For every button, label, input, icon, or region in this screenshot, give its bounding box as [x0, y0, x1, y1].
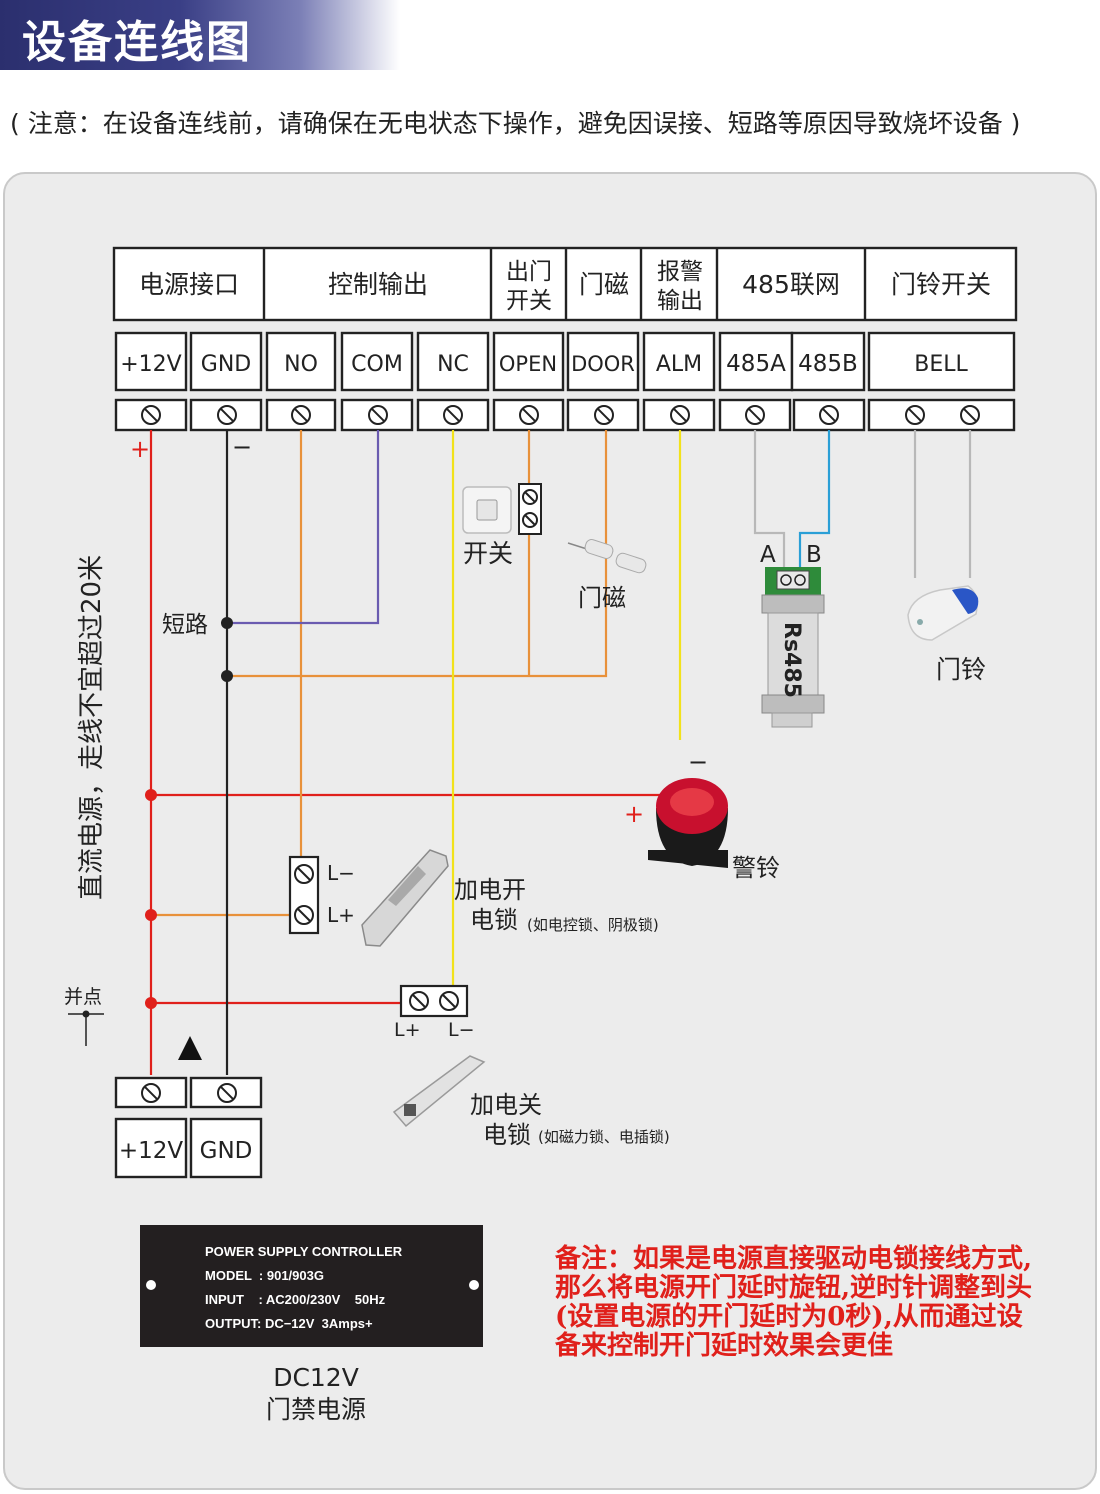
terminal-485a: 485A	[726, 351, 786, 377]
junction-legend: 并点	[64, 986, 104, 1046]
group-bell: 门铃开关	[891, 270, 991, 299]
group-door: 门磁	[579, 270, 629, 299]
terminal-door: DOOR	[571, 352, 635, 376]
lock-close-title-1: 加电关	[470, 1091, 542, 1119]
doorbell: 门铃	[907, 585, 986, 684]
screw-icon	[670, 405, 690, 425]
wire-no	[290, 430, 303, 875]
siren: − + 警铃	[624, 748, 780, 882]
group-header-row: 电源接口 控制输出 出门 开关 门磁 报警 输出 485联网 门铃开关	[112, 246, 1018, 322]
terminal-no: NO	[284, 352, 318, 377]
arrow-up-icon	[178, 1036, 202, 1060]
terminal-bell: BELL	[914, 352, 968, 377]
screw-icon	[141, 405, 161, 425]
rs485-module: A B Rs485	[760, 542, 825, 728]
group-alarm-line2: 输出	[657, 288, 703, 314]
door-sensor: 门磁	[567, 539, 647, 612]
title-banner: 设备连线图	[0, 0, 400, 70]
terminal-nc: NC	[437, 352, 469, 377]
screw-icon	[745, 405, 765, 425]
lock-open-note: (如电控锁、阴极锁)	[527, 916, 659, 934]
screw-icon	[217, 1083, 237, 1103]
rs485-label: Rs485	[779, 622, 804, 698]
siren-label: 警铃	[732, 854, 780, 882]
door-sensor-label: 门磁	[578, 584, 626, 612]
lock-close-lp: L+	[394, 1019, 421, 1041]
lock-open-title-1: 加电开	[454, 876, 526, 904]
short-label: 短路	[162, 612, 208, 638]
wire-485a	[753, 430, 786, 567]
psu-terminal-12v: +12V	[119, 1138, 184, 1164]
mount-hole-icon	[146, 1280, 156, 1290]
screw-icon	[960, 405, 980, 425]
wire-com-short	[227, 430, 380, 625]
group-network: 485联网	[742, 270, 840, 299]
terminal-com: COM	[351, 352, 403, 377]
rs485-b-label: B	[806, 542, 822, 568]
terminal-gnd: GND	[201, 352, 251, 377]
psu-nameplate: POWER SUPPLY CONTROLLER MODEL : 901/903G…	[140, 1225, 483, 1347]
terminal-open: OPEN	[499, 352, 557, 376]
lock-open: L− L+ 加电开 电锁 (如电控锁、阴极锁)	[288, 849, 659, 947]
mount-hole-icon	[469, 1280, 479, 1290]
screw-icon	[819, 405, 839, 425]
remark-note: 备注：如果是电源直接驱动电锁接线方式,那么将电源开门延时旋钮,逆时针调整到头(设…	[555, 1244, 1033, 1361]
psu-name: 门禁电源	[266, 1395, 366, 1424]
lock-close-note: (如磁力锁、电插锁)	[538, 1128, 670, 1146]
screw-icon	[368, 405, 388, 425]
lock-open-title-2: 电锁	[470, 906, 518, 934]
doorbell-label: 门铃	[936, 655, 986, 684]
psu-terminal-gnd: GND	[200, 1138, 253, 1164]
lock-close-title-2: 电锁	[483, 1121, 531, 1149]
lock-close: L+ L− 加电关 电锁 (如磁力锁、电插锁)	[392, 984, 670, 1149]
exit-switch: 开关	[462, 483, 542, 568]
wire-gnd-bus	[227, 430, 608, 678]
lock-close-lm: L−	[448, 1019, 475, 1041]
terminal-label-row: +12V GND NO COM NC OPEN DOOR ALM 485A 48…	[114, 331, 1016, 392]
junction-dots	[145, 617, 233, 1009]
positive-mark: +	[130, 435, 150, 463]
siren-minus: −	[688, 748, 708, 776]
exit-switch-label: 开关	[463, 539, 513, 568]
wire-485b	[798, 430, 831, 567]
screw-icon	[594, 405, 614, 425]
siren-plus: +	[624, 800, 644, 828]
page-title: 设备连线图	[22, 17, 252, 68]
screw-icon	[905, 405, 925, 425]
group-exit-line1: 出门	[506, 259, 552, 285]
negative-mark: −	[232, 433, 252, 461]
psu-line-4: OUTPUT: DC−12V 3Amps+	[205, 1316, 373, 1331]
group-control: 控制输出	[328, 270, 428, 299]
screw-icon	[217, 405, 237, 425]
psu-terminals: +12V GND	[114, 1076, 263, 1179]
screw-icon	[141, 1083, 161, 1103]
rs485-a-label: A	[760, 542, 776, 568]
junction-label: 并点	[64, 986, 102, 1008]
psu-line-3: INPUT : AC200/230V 50Hz	[205, 1292, 386, 1307]
lock-open-lp: L+	[327, 903, 355, 927]
terminal-485b: 485B	[798, 351, 858, 377]
lock-open-lm: L−	[327, 861, 355, 885]
psu-voltage: DC12V	[273, 1363, 359, 1392]
screw-icon	[291, 405, 311, 425]
psu-line-2: MODEL : 901/903G	[205, 1268, 324, 1283]
group-alarm-line1: 报警	[657, 259, 703, 285]
screw-terminal-row	[114, 398, 1016, 432]
group-power: 电源接口	[139, 270, 239, 299]
screw-icon	[519, 405, 539, 425]
dc-power-note: 直流电源，走线不宜超过20米	[77, 555, 107, 900]
safety-notice: ( 注意：在设备连线前，请确保在无电状态下操作，避免因误接、短路等原因导致烧坏设…	[10, 109, 1021, 138]
wires	[149, 430, 972, 1075]
group-exit-line2: 开关	[506, 288, 552, 314]
psu-line-1: POWER SUPPLY CONTROLLER	[205, 1244, 403, 1259]
screw-icon	[443, 405, 463, 425]
terminal-12v: +12V	[120, 352, 181, 377]
terminal-alm: ALM	[656, 352, 702, 377]
